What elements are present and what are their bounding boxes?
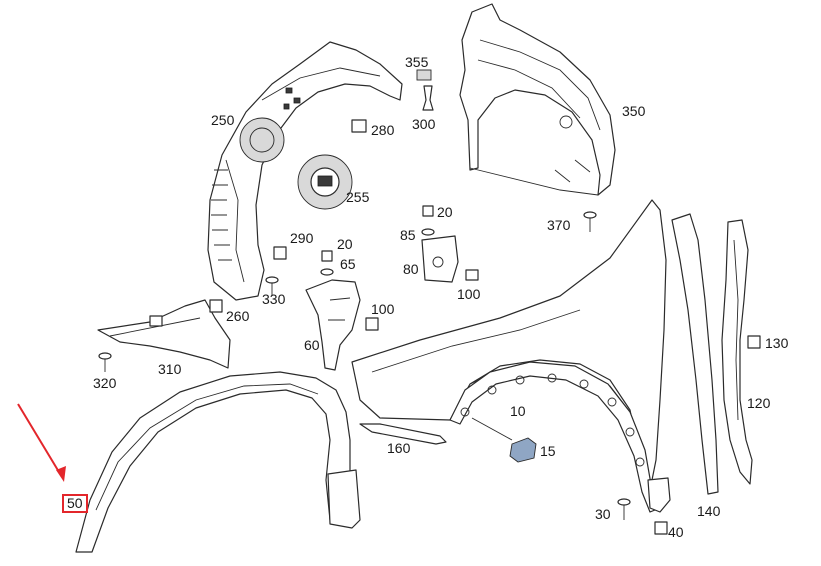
callout-15: 15 — [540, 443, 556, 459]
callout-30: 30 — [595, 506, 611, 522]
callout-370: 370 — [547, 217, 571, 233]
callout-280: 280 — [371, 122, 395, 138]
part-85-washer — [421, 228, 435, 236]
part-290-clip — [273, 246, 287, 260]
callout-130: 130 — [765, 335, 789, 351]
part-140-seal — [671, 213, 719, 495]
callout-310: 310 — [158, 361, 182, 377]
part-50-wheel-arch-flare — [75, 371, 361, 553]
callout-10: 10 — [510, 403, 526, 419]
callout-65: 65 — [340, 256, 356, 272]
callout-100-right: 100 — [457, 286, 481, 302]
part-20-bolt-upper — [422, 205, 434, 217]
callout-160: 160 — [387, 440, 411, 456]
callout-140: 140 — [697, 503, 721, 519]
callout-20-middle: 20 — [337, 236, 353, 252]
callout-60: 60 — [304, 337, 320, 353]
callout-300: 300 — [412, 116, 436, 132]
highlight-arrow — [17, 403, 66, 482]
callout-320: 320 — [93, 375, 117, 391]
callout-330: 330 — [262, 291, 286, 307]
callout-80: 80 — [403, 261, 419, 277]
part-120-seal-strip — [721, 219, 753, 485]
part-160-trim-strip — [359, 423, 447, 445]
part-250-wheel-arch-liner — [207, 41, 403, 301]
callout-120: 120 — [747, 395, 771, 411]
callout-350: 350 — [622, 103, 646, 119]
callout-20-upper: 20 — [437, 204, 453, 220]
part-20-bolt-middle — [321, 250, 333, 262]
callout-260: 260 — [226, 308, 250, 324]
callout-100-left: 100 — [371, 301, 395, 317]
part-370-screw — [583, 211, 597, 232]
part-40-nut — [654, 521, 668, 535]
part-355-clip — [416, 69, 432, 81]
part-15-clip — [471, 417, 537, 463]
part-100-nut-left — [365, 317, 379, 331]
callout-50-highlighted: 50 — [62, 494, 88, 513]
part-100-nut-right — [465, 269, 479, 281]
callout-40: 40 — [668, 524, 684, 540]
callout-255: 255 — [346, 189, 370, 205]
part-300-push-pin — [422, 85, 434, 111]
part-260-clip — [209, 299, 223, 313]
part-10-wheel-arch-trim — [449, 361, 671, 513]
part-330-screw — [265, 276, 279, 296]
part-30-screw — [617, 498, 631, 520]
part-320-screw — [98, 352, 112, 372]
part-60-support-bracket — [305, 279, 361, 371]
part-80-bracket — [421, 235, 459, 283]
part-130-clip — [747, 335, 761, 349]
callout-290: 290 — [290, 230, 314, 246]
callout-355: 355 — [405, 54, 429, 70]
part-65-washer — [320, 268, 334, 276]
part-350-wheel-arch-liner — [459, 3, 616, 196]
callout-250: 250 — [211, 112, 235, 128]
part-280-nut — [351, 119, 367, 133]
callout-85: 85 — [400, 227, 416, 243]
part-255-round-cover — [297, 154, 353, 210]
part-310-bracket — [97, 299, 231, 369]
